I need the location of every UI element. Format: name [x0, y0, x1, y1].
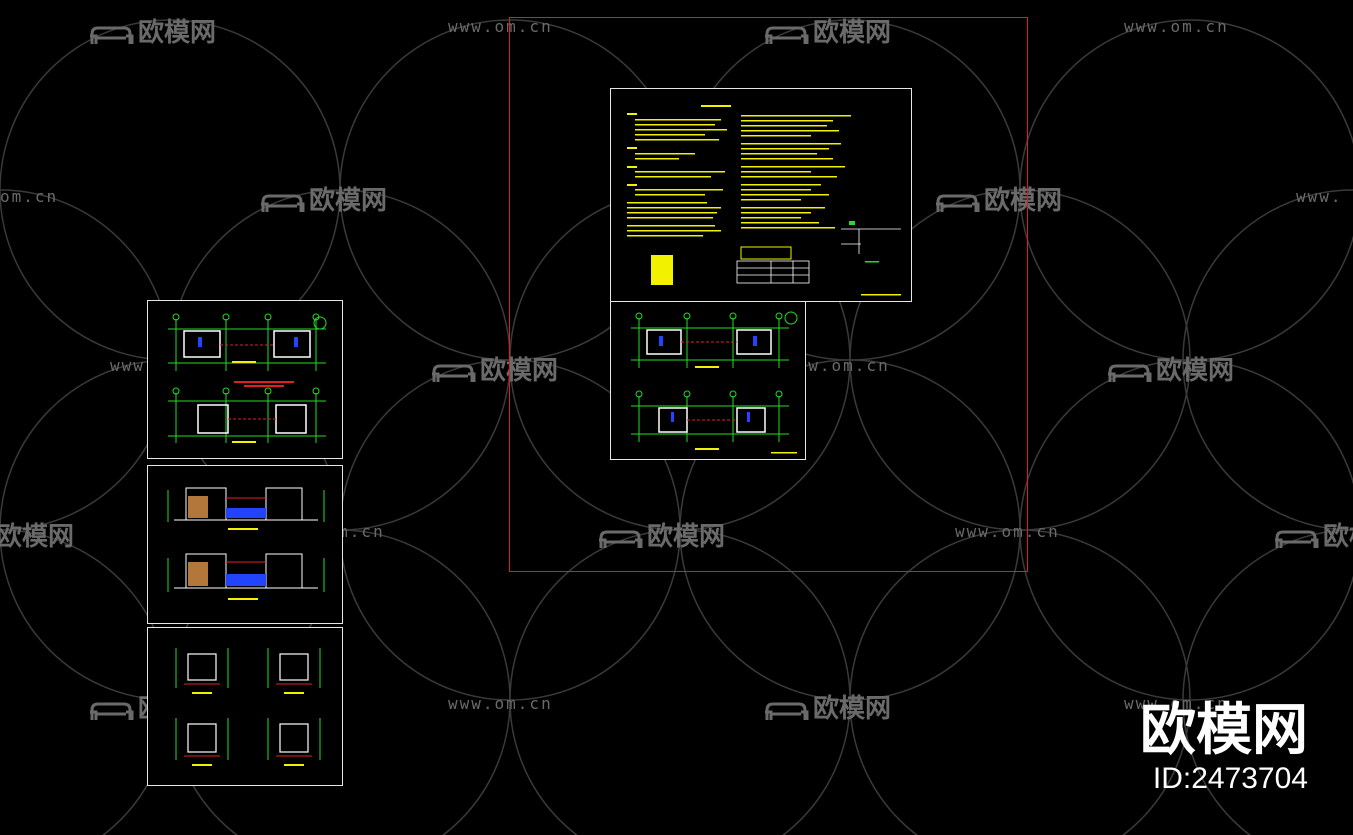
- sofa-icon: [88, 23, 134, 45]
- brand-name: 欧模网: [1140, 698, 1308, 763]
- watermark-logo: 欧模网: [88, 12, 216, 49]
- sofa-icon: [763, 699, 809, 721]
- sheet-design-notes[interactable]: [610, 88, 912, 302]
- sofa-icon: [763, 23, 809, 45]
- watermark-url: www.om.cn: [448, 694, 553, 713]
- notes-drawing: [627, 105, 901, 296]
- watermark-url: www.om.cn: [1124, 694, 1229, 713]
- sofa-icon: [1106, 361, 1152, 383]
- sofa-icon: [88, 699, 134, 721]
- sofa-icon: [597, 527, 643, 549]
- plan-drawing: [631, 311, 798, 454]
- sofa-icon: [430, 361, 476, 383]
- watermark-logo: 欧模网: [1273, 516, 1353, 553]
- watermark-logo: 欧模网: [259, 180, 387, 217]
- watermark-logo: 欧模网: [597, 516, 725, 553]
- selection-frame[interactable]: [509, 17, 1028, 572]
- section-drawing: [175, 648, 321, 766]
- sheet-sections[interactable]: [147, 627, 343, 786]
- watermark-logo: 欧模网: [430, 350, 558, 387]
- sheet-floor-plans[interactable]: [147, 300, 343, 459]
- model-id: ID:2473704: [1152, 762, 1308, 795]
- brand-overlay: 欧模网 ID:2473704: [1138, 700, 1308, 796]
- sofa-icon: [934, 191, 980, 213]
- watermark-logo: 欧模网: [763, 12, 891, 49]
- sofa-icon: [1273, 527, 1319, 549]
- watermark-url: www.om.cn: [785, 356, 890, 375]
- plan-drawing: [168, 313, 327, 443]
- watermark-url: www.: [1296, 187, 1343, 206]
- watermark-logo: 欧模网: [763, 688, 891, 725]
- watermark-url: www.om.cn: [955, 522, 1060, 541]
- watermark-url: om.cn: [0, 187, 59, 206]
- watermark-logo: 欧模网: [1106, 350, 1234, 387]
- elevation-drawing: [167, 487, 325, 600]
- watermark-url: www.om.cn: [448, 17, 553, 36]
- watermark-logo: 欧模网: [0, 522, 75, 552]
- watermark-logo: 欧模网: [934, 180, 1062, 217]
- sheet-floor-plans-copy[interactable]: [610, 301, 806, 460]
- sheet-elevations[interactable]: [147, 465, 343, 624]
- watermark-url: www.om.cn: [1124, 17, 1229, 36]
- sofa-icon: [259, 191, 305, 213]
